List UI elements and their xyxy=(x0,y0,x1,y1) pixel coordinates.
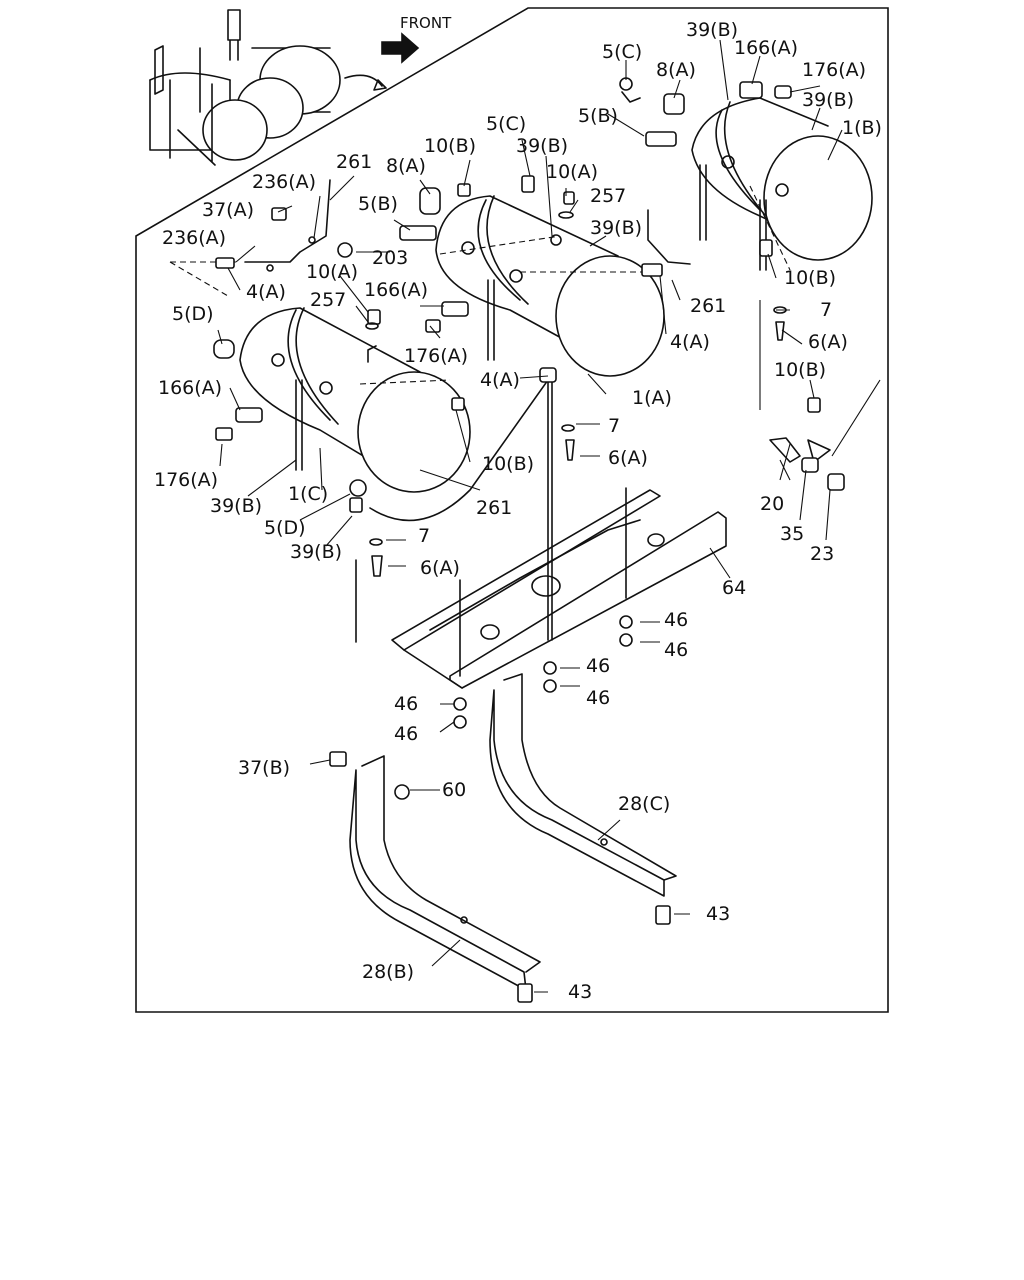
label-8A: 8(A) xyxy=(386,155,426,177)
front-label: FRONT xyxy=(400,14,452,32)
overview-inset: FRONT xyxy=(149,9,452,166)
fuel-line-261-low xyxy=(369,379,549,522)
label-37A: 37(A) xyxy=(202,199,254,221)
callout-labels: 39(B) 5(C) 166(A) 8(A) 176(A) 39(B) 5(B)… xyxy=(154,19,882,1003)
label-176A: 176(A) xyxy=(404,345,468,367)
label-39B: 39(B) xyxy=(590,217,642,239)
label-39B: 39(B) xyxy=(802,89,854,111)
label-6A: 6(A) xyxy=(608,447,648,469)
label-166A: 166(A) xyxy=(364,279,428,301)
fuel-tank-1C xyxy=(239,307,471,493)
label-10B: 10(B) xyxy=(774,359,826,381)
label-43: 43 xyxy=(706,903,730,925)
label-37B: 37(B) xyxy=(238,757,290,779)
label-46: 46 xyxy=(586,687,610,709)
fuel-tank-1B xyxy=(691,97,873,271)
label-60: 60 xyxy=(442,779,466,801)
label-64: 64 xyxy=(722,577,746,599)
label-7: 7 xyxy=(608,415,620,437)
label-176A: 176(A) xyxy=(802,59,866,81)
label-4A: 4(A) xyxy=(670,331,710,353)
label-5C: 5(C) xyxy=(602,41,642,63)
label-20: 20 xyxy=(760,493,784,515)
bracket-28B xyxy=(329,751,541,991)
label-46: 46 xyxy=(664,609,688,631)
label-6A: 6(A) xyxy=(808,331,848,353)
label-4A: 4(A) xyxy=(246,281,286,303)
fuel-tank-1A xyxy=(435,195,665,641)
label-166A: 166(A) xyxy=(158,377,222,399)
label-39B: 39(B) xyxy=(686,19,738,41)
bracket-28C xyxy=(489,673,677,897)
label-10B: 10(B) xyxy=(784,267,836,289)
label-236A: 236(A) xyxy=(162,227,226,249)
label-35: 35 xyxy=(780,523,804,545)
label-257: 257 xyxy=(310,289,346,311)
label-5C: 5(C) xyxy=(486,113,526,135)
label-46: 46 xyxy=(664,639,688,661)
bolts-43 xyxy=(517,905,671,1003)
label-236A: 236(A) xyxy=(252,171,316,193)
label-7: 7 xyxy=(418,525,430,547)
label-5B: 5(B) xyxy=(358,193,398,215)
label-39B: 39(B) xyxy=(516,135,568,157)
label-10B: 10(B) xyxy=(482,453,534,475)
label-10A: 10(A) xyxy=(306,261,358,283)
label-39B: 39(B) xyxy=(210,495,262,517)
label-43: 43 xyxy=(568,981,592,1003)
front-arrow-icon xyxy=(381,32,420,64)
label-4A: 4(A) xyxy=(480,369,520,391)
leader-lines xyxy=(217,39,843,993)
label-261: 261 xyxy=(690,295,726,317)
tank-frame-64 xyxy=(355,487,727,689)
fittings xyxy=(213,77,845,577)
label-5B: 5(B) xyxy=(578,105,618,127)
label-5D: 5(D) xyxy=(264,517,306,539)
label-39B: 39(B) xyxy=(290,541,342,563)
label-46: 46 xyxy=(394,693,418,715)
fuel-line-261-mid xyxy=(647,209,691,265)
label-1B: 1(B) xyxy=(842,117,882,139)
label-261: 261 xyxy=(476,497,512,519)
label-5D: 5(D) xyxy=(172,303,214,325)
label-23: 23 xyxy=(810,543,834,565)
label-203: 203 xyxy=(372,247,408,269)
label-166A: 166(A) xyxy=(734,37,798,59)
label-176A: 176(A) xyxy=(154,469,218,491)
label-7: 7 xyxy=(820,299,832,321)
label-261: 261 xyxy=(336,151,372,173)
label-10A: 10(A) xyxy=(546,161,598,183)
label-46: 46 xyxy=(394,723,418,745)
label-6A: 6(A) xyxy=(420,557,460,579)
label-8A: 8(A) xyxy=(656,59,696,81)
label-46: 46 xyxy=(586,655,610,677)
fuel-line-261-left xyxy=(244,179,331,263)
label-257: 257 xyxy=(590,185,626,207)
label-10B: 10(B) xyxy=(424,135,476,157)
diagram-frame xyxy=(135,7,889,1013)
label-1C: 1(C) xyxy=(288,483,328,505)
label-1A: 1(A) xyxy=(632,387,672,409)
label-28B: 28(B) xyxy=(362,961,414,983)
label-28C: 28(C) xyxy=(618,793,670,815)
